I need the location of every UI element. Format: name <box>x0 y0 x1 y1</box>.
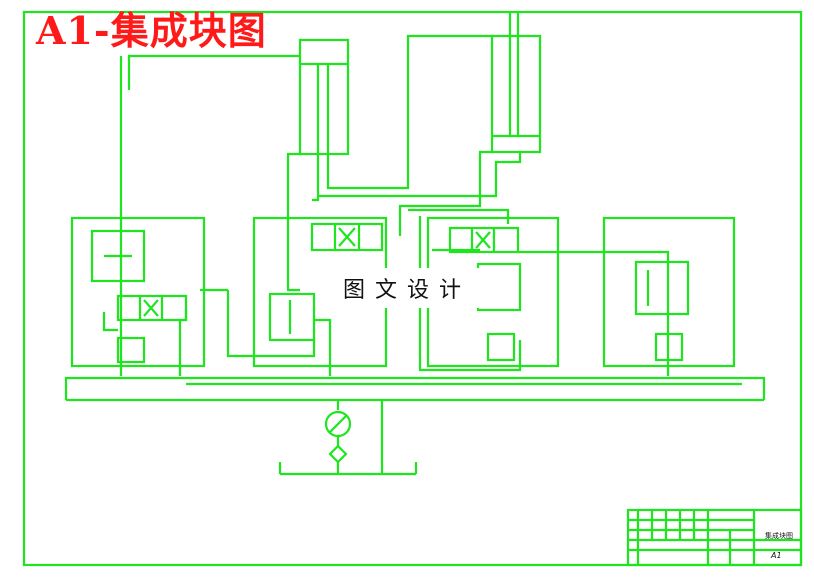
title-block <box>626 508 803 567</box>
cylinder-1 <box>298 38 350 156</box>
drawing-title: A1-集成块图 <box>36 8 267 53</box>
cylinder-2 <box>490 34 542 154</box>
valve-block-4 <box>602 216 736 368</box>
title-block-sheet-size: A1 <box>771 551 782 560</box>
title-block-drawing-name: 集成块图 <box>765 532 793 540</box>
drawing-frame <box>22 10 803 567</box>
watermark-label: 图文设计 <box>322 268 492 308</box>
valve-block-1 <box>70 216 206 368</box>
